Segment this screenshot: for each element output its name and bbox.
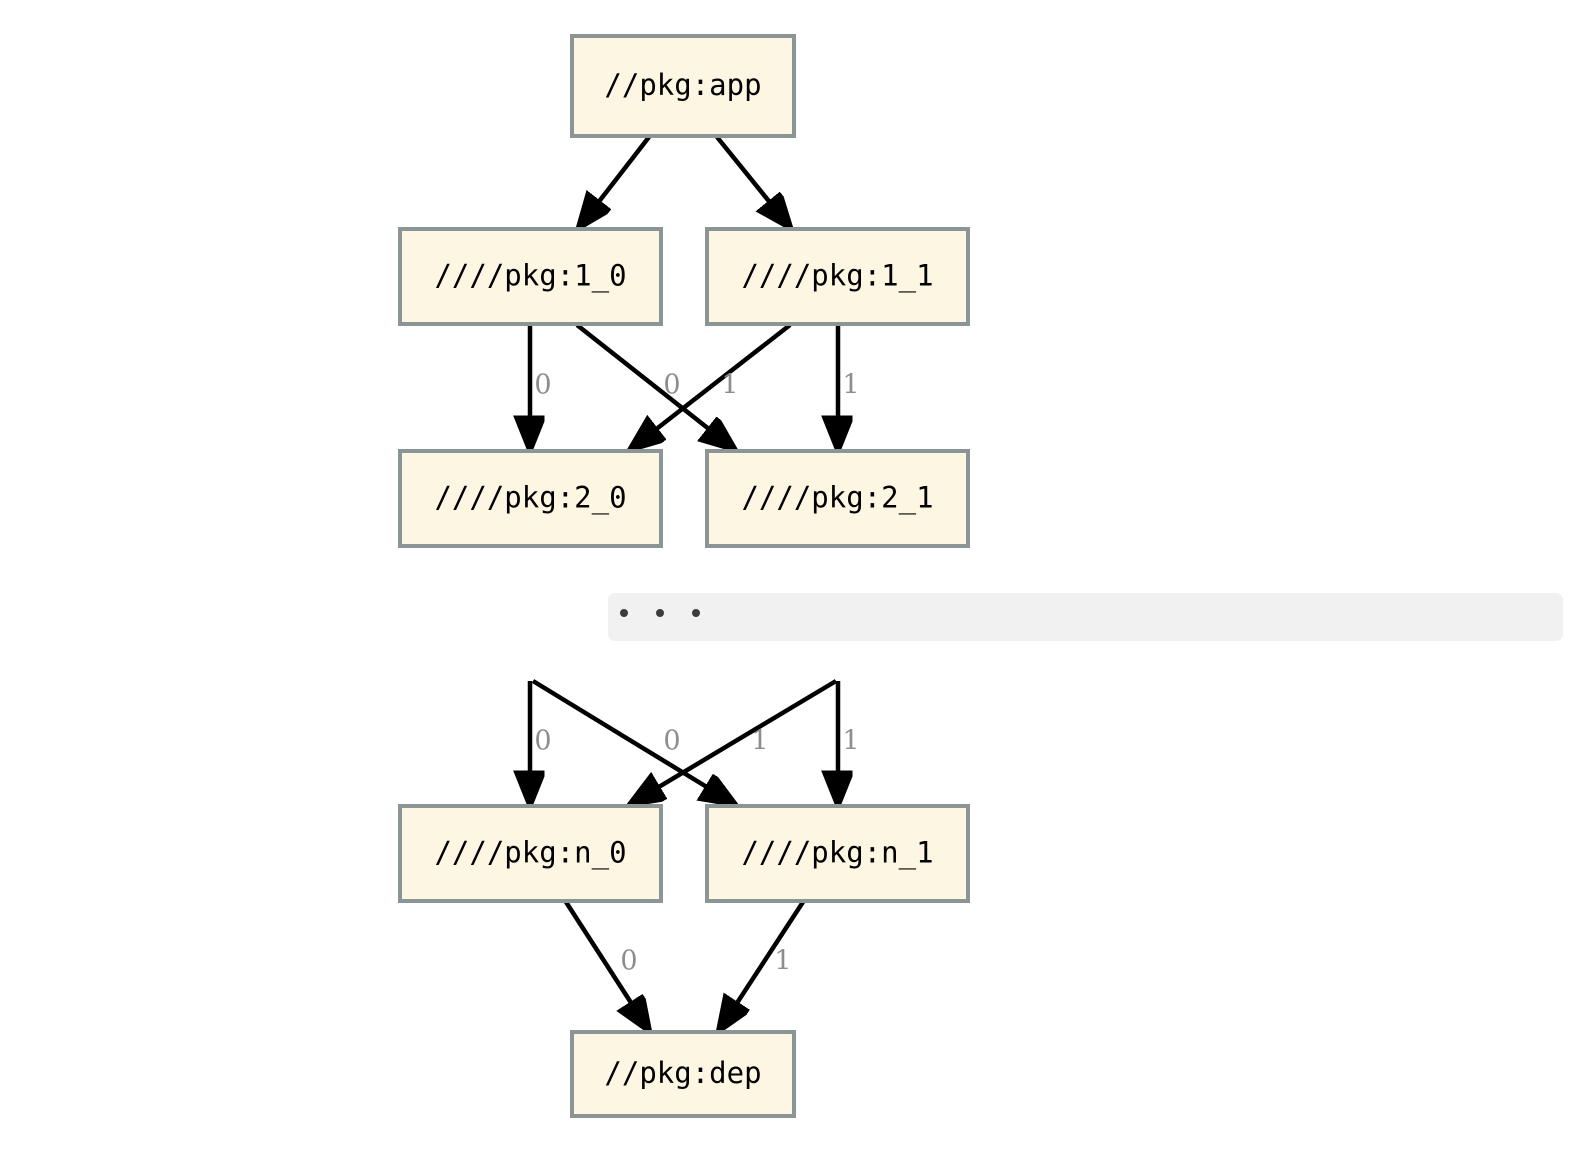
elision-band[interactable] bbox=[608, 593, 1563, 641]
elision-dot bbox=[620, 609, 628, 617]
graph-edge: 1 bbox=[632, 323, 792, 448]
graph-edge: 0 bbox=[531, 679, 733, 803]
edge-label: 1 bbox=[842, 370, 859, 401]
node-label: ////pkg:2_0 bbox=[434, 481, 626, 516]
graph-node[interactable]: ////pkg:1_0 bbox=[398, 227, 663, 326]
node-label: ////pkg:1_0 bbox=[434, 259, 626, 294]
node-label: ////pkg:2_1 bbox=[741, 481, 933, 516]
node-box[interactable] bbox=[398, 449, 663, 548]
node-box[interactable] bbox=[570, 34, 796, 138]
edge-line bbox=[632, 323, 792, 448]
elision-dot bbox=[692, 609, 700, 617]
graph-edge: 1 bbox=[720, 900, 805, 1029]
graph-edge: 1 bbox=[838, 325, 860, 448]
edge-line bbox=[632, 679, 838, 803]
graph-node[interactable]: ////pkg:2_0 bbox=[398, 449, 663, 548]
edge-label: 1 bbox=[842, 726, 859, 757]
edge-label: 0 bbox=[620, 946, 637, 977]
graph-edge: 0 bbox=[575, 323, 733, 448]
edge-label: 1 bbox=[721, 370, 738, 401]
node-box[interactable] bbox=[705, 227, 970, 326]
graph-node[interactable]: ////pkg:1_1 bbox=[705, 227, 970, 326]
edge-line bbox=[564, 900, 648, 1029]
graph-node[interactable]: ////pkg:2_1 bbox=[705, 449, 970, 548]
edge-label: 0 bbox=[663, 726, 680, 757]
node-box[interactable] bbox=[398, 227, 663, 326]
graph-edge: 1 bbox=[632, 679, 838, 803]
graph-node[interactable]: //pkg:dep bbox=[570, 1030, 796, 1118]
edge-line bbox=[575, 323, 733, 448]
graph-edge bbox=[580, 135, 651, 226]
edge-label: 1 bbox=[751, 726, 768, 757]
graph-edge: 1 bbox=[838, 681, 860, 803]
node-box[interactable] bbox=[705, 804, 970, 903]
edge-line bbox=[715, 135, 789, 226]
node-label: //pkg:app bbox=[604, 68, 761, 102]
edge-label: 0 bbox=[534, 370, 551, 401]
elision-dot bbox=[656, 609, 664, 617]
edge-label: 0 bbox=[534, 726, 551, 757]
node-box[interactable] bbox=[398, 804, 663, 903]
graph-edge bbox=[715, 135, 789, 226]
nodes-group: //pkg:app ////pkg:1_0 ////pkg:1_1 ////pkg:2… bbox=[398, 34, 970, 1118]
node-box[interactable] bbox=[570, 1030, 796, 1118]
elision-ellipsis-icon bbox=[620, 609, 700, 617]
node-label: ////pkg:n_0 bbox=[434, 836, 626, 871]
node-label: //pkg:dep bbox=[604, 1056, 761, 1090]
graph-edge: 0 bbox=[530, 325, 552, 448]
edge-line bbox=[531, 679, 733, 803]
graph-node[interactable]: ////pkg:n_1 bbox=[705, 804, 970, 903]
graph-edge: 0 bbox=[564, 900, 648, 1029]
edge-label: 1 bbox=[774, 946, 791, 977]
graph-node[interactable]: //pkg:app bbox=[570, 34, 796, 138]
graph-node[interactable]: ////pkg:n_0 bbox=[398, 804, 663, 903]
edge-line bbox=[580, 135, 651, 226]
node-label: ////pkg:1_1 bbox=[741, 259, 933, 294]
node-box[interactable] bbox=[705, 449, 970, 548]
edge-line bbox=[720, 900, 805, 1029]
edge-label: 0 bbox=[663, 370, 680, 401]
graph-edge: 0 bbox=[530, 681, 552, 803]
node-label: ////pkg:n_1 bbox=[741, 836, 933, 871]
